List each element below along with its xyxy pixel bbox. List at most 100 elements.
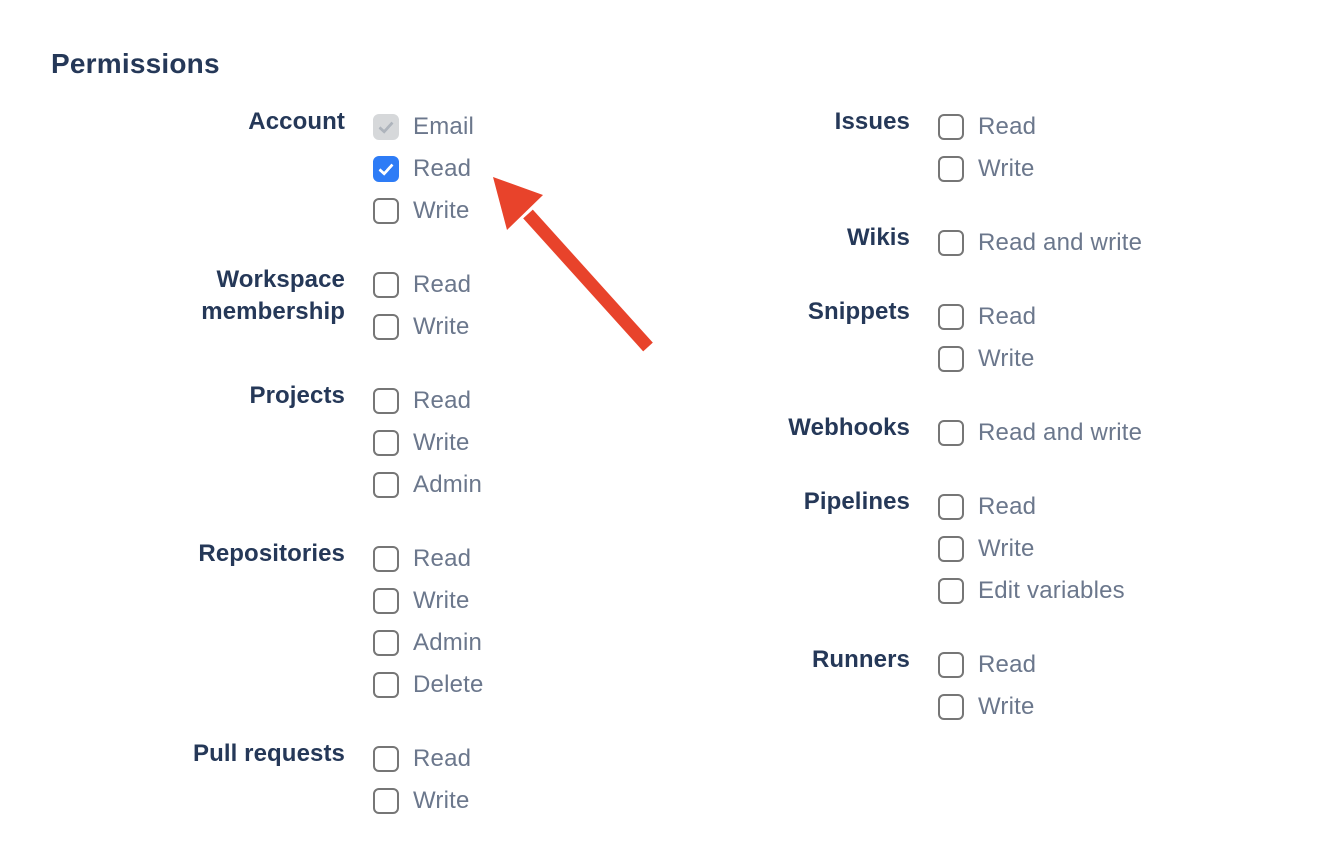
section-label: Repositories bbox=[198, 540, 345, 567]
arrow-up-left-icon bbox=[493, 177, 543, 230]
checkbox-label[interactable]: Read bbox=[413, 745, 472, 772]
checkbox-row[interactable]: Read bbox=[373, 264, 471, 306]
checkbox-label[interactable]: Read bbox=[413, 387, 472, 414]
checkbox-label[interactable]: Read bbox=[413, 545, 472, 572]
projects-read-checkbox[interactable] bbox=[373, 388, 399, 414]
pull-requests-write-checkbox[interactable] bbox=[373, 788, 399, 814]
wikis-read-and-write-checkbox[interactable] bbox=[938, 230, 964, 256]
checkbox-row[interactable]: Write bbox=[938, 528, 1125, 570]
checkbox-row[interactable]: Write bbox=[373, 580, 484, 622]
checkbox-row[interactable]: Write bbox=[373, 190, 474, 232]
account-write-checkbox[interactable] bbox=[373, 198, 399, 224]
check-icon bbox=[378, 160, 394, 176]
checkbox-label[interactable]: Read and write bbox=[978, 419, 1143, 446]
checkbox-row[interactable]: Read and write bbox=[938, 412, 1142, 454]
account-email-checkbox bbox=[373, 114, 399, 140]
checkbox-row[interactable]: Admin bbox=[373, 622, 484, 664]
checkbox-row[interactable]: Edit variables bbox=[938, 570, 1125, 612]
checkbox-row[interactable]: Write bbox=[373, 422, 482, 464]
pipelines-write-checkbox[interactable] bbox=[938, 536, 964, 562]
checkbox-row[interactable]: Read bbox=[373, 148, 474, 190]
checkbox-label[interactable]: Write bbox=[978, 535, 1035, 562]
account-read-checkbox[interactable] bbox=[373, 156, 399, 182]
checkbox-label[interactable]: Read bbox=[413, 271, 472, 298]
checkbox-row[interactable]: Write bbox=[938, 686, 1036, 728]
snippets-write-checkbox[interactable] bbox=[938, 346, 964, 372]
checkbox-label[interactable]: Write bbox=[978, 155, 1035, 182]
checkbox-label[interactable]: Write bbox=[413, 197, 470, 224]
repositories-read-checkbox[interactable] bbox=[373, 546, 399, 572]
checkbox-label[interactable]: Read bbox=[978, 651, 1037, 678]
issues-write-checkbox[interactable] bbox=[938, 156, 964, 182]
repositories-admin-checkbox[interactable] bbox=[373, 630, 399, 656]
pipelines-edit-variables-checkbox[interactable] bbox=[938, 578, 964, 604]
checkbox-label[interactable]: Write bbox=[413, 587, 470, 614]
checkbox-label[interactable]: Read bbox=[413, 155, 472, 182]
repositories-write-checkbox[interactable] bbox=[373, 588, 399, 614]
projects-write-checkbox[interactable] bbox=[373, 430, 399, 456]
checkbox-label[interactable]: Write bbox=[978, 693, 1035, 720]
checkbox-label[interactable]: Read bbox=[978, 493, 1037, 520]
checkbox-row[interactable]: Delete bbox=[373, 664, 484, 706]
checkbox-label[interactable]: Admin bbox=[413, 629, 483, 656]
checkbox-label[interactable]: Write bbox=[978, 345, 1035, 372]
runners-write-checkbox[interactable] bbox=[938, 694, 964, 720]
checkbox-row[interactable]: Read bbox=[938, 296, 1036, 338]
checkbox-row[interactable]: Admin bbox=[373, 464, 482, 506]
permission-section-webhooks: Webhooks Read and write bbox=[710, 412, 1142, 454]
checkbox-row[interactable]: Write bbox=[373, 780, 471, 822]
snippets-read-checkbox[interactable] bbox=[938, 304, 964, 330]
pull-requests-read-checkbox[interactable] bbox=[373, 746, 399, 772]
issues-read-checkbox[interactable] bbox=[938, 114, 964, 140]
webhooks-read-and-write-checkbox[interactable] bbox=[938, 420, 964, 446]
checkbox-row[interactable]: Read bbox=[373, 538, 484, 580]
runners-read-checkbox[interactable] bbox=[938, 652, 964, 678]
checkbox-label[interactable]: Delete bbox=[413, 671, 484, 698]
workspace-membership-read-checkbox[interactable] bbox=[373, 272, 399, 298]
workspace-membership-write-checkbox[interactable] bbox=[373, 314, 399, 340]
checkbox-label[interactable]: Read and write bbox=[978, 229, 1143, 256]
checkbox-row[interactable]: Read bbox=[373, 738, 471, 780]
page-title: Permissions bbox=[51, 48, 220, 79]
checkbox-row[interactable]: Read bbox=[373, 380, 482, 422]
projects-admin-checkbox[interactable] bbox=[373, 472, 399, 498]
checkbox-label[interactable]: Edit variables bbox=[978, 577, 1125, 604]
checkbox-row[interactable]: Write bbox=[373, 306, 471, 348]
checkbox-row[interactable]: Read bbox=[938, 644, 1036, 686]
pipelines-read-checkbox[interactable] bbox=[938, 494, 964, 520]
repositories-delete-checkbox[interactable] bbox=[373, 672, 399, 698]
checkbox-label[interactable]: Write bbox=[413, 787, 470, 814]
section-label: Webhooks bbox=[788, 414, 910, 441]
checkbox-label[interactable]: Write bbox=[413, 313, 470, 340]
checkbox-label[interactable]: Write bbox=[413, 429, 470, 456]
checkbox-row[interactable]: Write bbox=[938, 148, 1036, 190]
check-icon bbox=[378, 118, 394, 134]
section-label: Runners bbox=[811, 646, 910, 673]
checkbox-label[interactable]: Read bbox=[978, 303, 1037, 330]
checkbox-row[interactable]: Read bbox=[938, 486, 1125, 528]
section-label: Pull requests bbox=[192, 740, 345, 767]
arrow-shaft bbox=[523, 209, 653, 352]
checkbox-label[interactable]: Read bbox=[978, 113, 1037, 140]
checkbox-row[interactable]: Read and write bbox=[938, 222, 1142, 264]
checkbox-row[interactable]: Write bbox=[938, 338, 1036, 380]
section-label: Account bbox=[248, 108, 345, 135]
checkbox-label[interactable]: Email bbox=[413, 113, 475, 140]
checkbox-row[interactable]: Read bbox=[938, 106, 1036, 148]
checkbox-row[interactable]: Email bbox=[373, 106, 474, 148]
section-label: Projects bbox=[249, 382, 345, 409]
checkbox-label[interactable]: Admin bbox=[413, 471, 483, 498]
section-label: Pipelines bbox=[803, 488, 910, 515]
